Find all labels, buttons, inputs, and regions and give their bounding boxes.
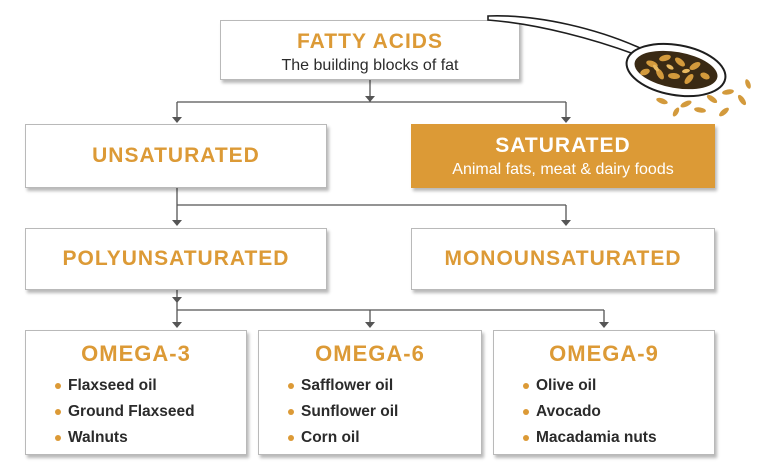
unsaturated-box: UNSATURATED [25,124,327,188]
list-item: Macadamia nuts [523,425,714,451]
saturated-box: SATURATED Animal fats, meat & dairy food… [411,124,715,188]
omega-3-list: Flaxseed oil Ground Flaxseed Walnuts [26,373,246,451]
omega-6-list: Safflower oil Sunflower oil Corn oil [259,373,481,451]
omega-3-box: OMEGA-3 Flaxseed oil Ground Flaxseed Wal… [25,330,247,455]
fatty-acids-box: FATTY ACIDS The building blocks of fat [220,20,520,80]
list-item: Safflower oil [288,373,481,399]
list-item: Flaxseed oil [55,373,246,399]
saturated-title: SATURATED [495,134,631,157]
fatty-acids-subtitle: The building blocks of fat [281,57,459,74]
omega-3-title: OMEGA-3 [81,341,191,366]
list-item: Corn oil [288,425,481,451]
omega-6-title: OMEGA-6 [315,341,425,366]
list-item: Ground Flaxseed [55,399,246,425]
list-item: Avocado [523,399,714,425]
list-item: Sunflower oil [288,399,481,425]
fatty-acids-title: FATTY ACIDS [297,30,443,53]
omega-9-list: Olive oil Avocado Macadamia nuts [494,373,714,451]
polyunsaturated-box: POLYUNSATURATED [25,228,327,290]
saturated-subtitle: Animal fats, meat & dairy foods [452,161,674,178]
polyunsaturated-title: POLYUNSATURATED [62,247,290,270]
monounsaturated-box: MONOUNSATURATED [411,228,715,290]
omega-9-box: OMEGA-9 Olive oil Avocado Macadamia nuts [493,330,715,455]
omega-9-title: OMEGA-9 [549,341,659,366]
list-item: Walnuts [55,425,246,451]
omega-6-box: OMEGA-6 Safflower oil Sunflower oil Corn… [258,330,482,455]
list-item: Olive oil [523,373,714,399]
unsaturated-title: UNSATURATED [92,144,260,167]
monounsaturated-title: MONOUNSATURATED [444,247,682,270]
